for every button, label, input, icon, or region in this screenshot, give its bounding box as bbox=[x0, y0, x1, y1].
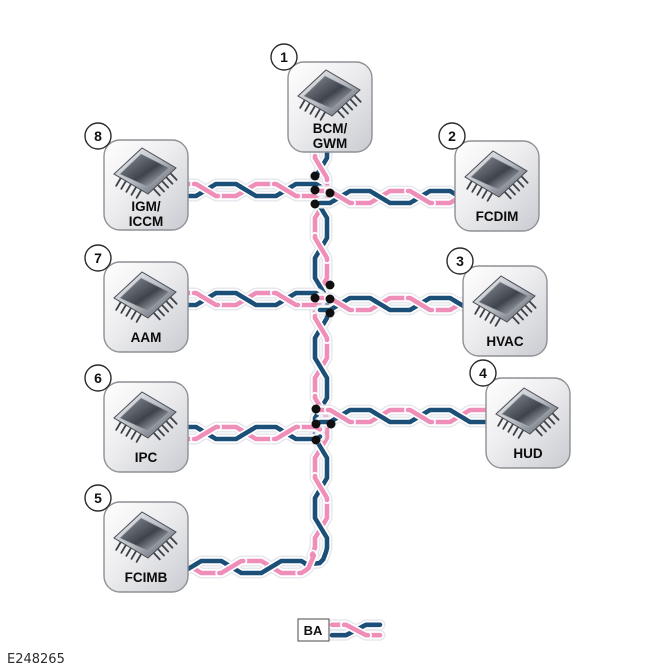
module-bcm-gwm: BCM/ GWM 1 bbox=[270, 43, 373, 153]
bus-junction-dots bbox=[310, 171, 336, 445]
branch-hud-blue-wire bbox=[317, 407, 493, 425]
callout-7: 7 bbox=[84, 244, 112, 272]
module-label: IPC bbox=[135, 450, 158, 465]
legend-network-box bbox=[297, 618, 330, 642]
callout-4: 4 bbox=[469, 359, 497, 387]
wire-halo bbox=[180, 142, 333, 579]
callout-circle bbox=[438, 122, 466, 150]
module-ipc: IPC 6 bbox=[84, 364, 189, 473]
junction-dot bbox=[311, 419, 321, 429]
callout-number: 4 bbox=[479, 365, 487, 381]
module-fcimb: FCIMB 5 bbox=[84, 484, 189, 593]
callout-1: 1 bbox=[270, 43, 298, 71]
module-label: AAM bbox=[131, 330, 162, 345]
callout-number: 6 bbox=[94, 370, 102, 386]
module-label: FCDIM bbox=[476, 209, 519, 224]
bus-wiring bbox=[180, 142, 496, 641]
junction-dot bbox=[325, 308, 335, 318]
callout-circle bbox=[446, 247, 474, 275]
wire-crossover-pink bbox=[297, 551, 317, 576]
junction-dot bbox=[326, 419, 336, 429]
callout-circle bbox=[84, 484, 112, 512]
module-label: ICCM bbox=[129, 214, 164, 229]
callout-number: 7 bbox=[94, 250, 102, 266]
callout-number: 5 bbox=[94, 490, 102, 506]
junction-dot bbox=[310, 185, 320, 195]
wire-crossover-pink bbox=[325, 407, 355, 425]
wire-crossover-pink bbox=[341, 622, 371, 638]
wire-crossover-pink bbox=[191, 290, 221, 308]
callout-circle bbox=[84, 122, 112, 150]
junction-dot bbox=[311, 404, 321, 414]
module-label: FCIMB bbox=[125, 570, 168, 585]
wire-crossover-pink bbox=[405, 188, 435, 206]
callout-circle bbox=[84, 244, 112, 272]
main-bus-blue-wire bbox=[183, 145, 330, 576]
wire-crossover-pink bbox=[405, 407, 435, 425]
junction-dot bbox=[325, 188, 335, 198]
module-aam: AAM 7 bbox=[84, 244, 189, 353]
module-fcdim: FCDIM 2 bbox=[438, 122, 540, 232]
callout-circle bbox=[84, 364, 112, 392]
wire-crossover-pink bbox=[191, 181, 221, 199]
callout-number: 3 bbox=[456, 253, 464, 269]
callout-6: 6 bbox=[84, 364, 112, 392]
wire-crossover-pink bbox=[312, 233, 330, 263]
junction-dot bbox=[325, 280, 335, 290]
callout-number: 2 bbox=[448, 128, 456, 144]
legend-network-label: BA bbox=[304, 623, 323, 638]
figure-id: E248265 bbox=[7, 652, 65, 667]
module-label: BCM/ bbox=[313, 121, 348, 136]
junction-dot bbox=[310, 199, 320, 209]
module-hud: HUD 4 bbox=[469, 359, 571, 469]
wire-halo bbox=[180, 142, 333, 579]
main-bus-pink-wire bbox=[183, 145, 330, 576]
wire-crossover-pink bbox=[312, 473, 330, 503]
junction-dot bbox=[310, 293, 320, 303]
junction-dot bbox=[325, 294, 335, 304]
wire-crossover-pink bbox=[271, 424, 301, 442]
wire-crossover-pink bbox=[217, 558, 246, 576]
module-hvac: HVAC 3 bbox=[446, 247, 548, 357]
module-label: HVAC bbox=[486, 334, 524, 349]
wire-crossover-pink bbox=[312, 313, 330, 343]
module-igm-iccm: IGM/ ICCM 8 bbox=[84, 122, 189, 231]
wire-crossover-pink bbox=[312, 153, 330, 183]
callout-circle bbox=[270, 43, 298, 71]
wire-crossover-pink bbox=[191, 424, 221, 442]
callout-2: 2 bbox=[438, 122, 466, 150]
callout-circle bbox=[469, 359, 497, 387]
module-label: IGM/ bbox=[131, 199, 160, 214]
wire-casing bbox=[182, 144, 331, 577]
wire-crossover-pink bbox=[271, 181, 301, 199]
callout-number: 1 bbox=[280, 49, 288, 65]
junction-dot bbox=[310, 171, 320, 181]
wire-casing bbox=[182, 144, 331, 577]
callout-5: 5 bbox=[84, 484, 112, 512]
wire-crossover-pink bbox=[271, 290, 301, 308]
module-label: GWM bbox=[313, 136, 348, 151]
branch-hvac-blue-wire bbox=[317, 295, 470, 313]
callout-number: 8 bbox=[94, 128, 102, 144]
module-label: HUD bbox=[513, 446, 542, 461]
junction-dot bbox=[311, 435, 321, 445]
callout-8: 8 bbox=[84, 122, 112, 150]
legend: BA bbox=[297, 618, 330, 642]
callout-3: 3 bbox=[446, 247, 474, 275]
wire-crossover-pink bbox=[405, 295, 435, 313]
